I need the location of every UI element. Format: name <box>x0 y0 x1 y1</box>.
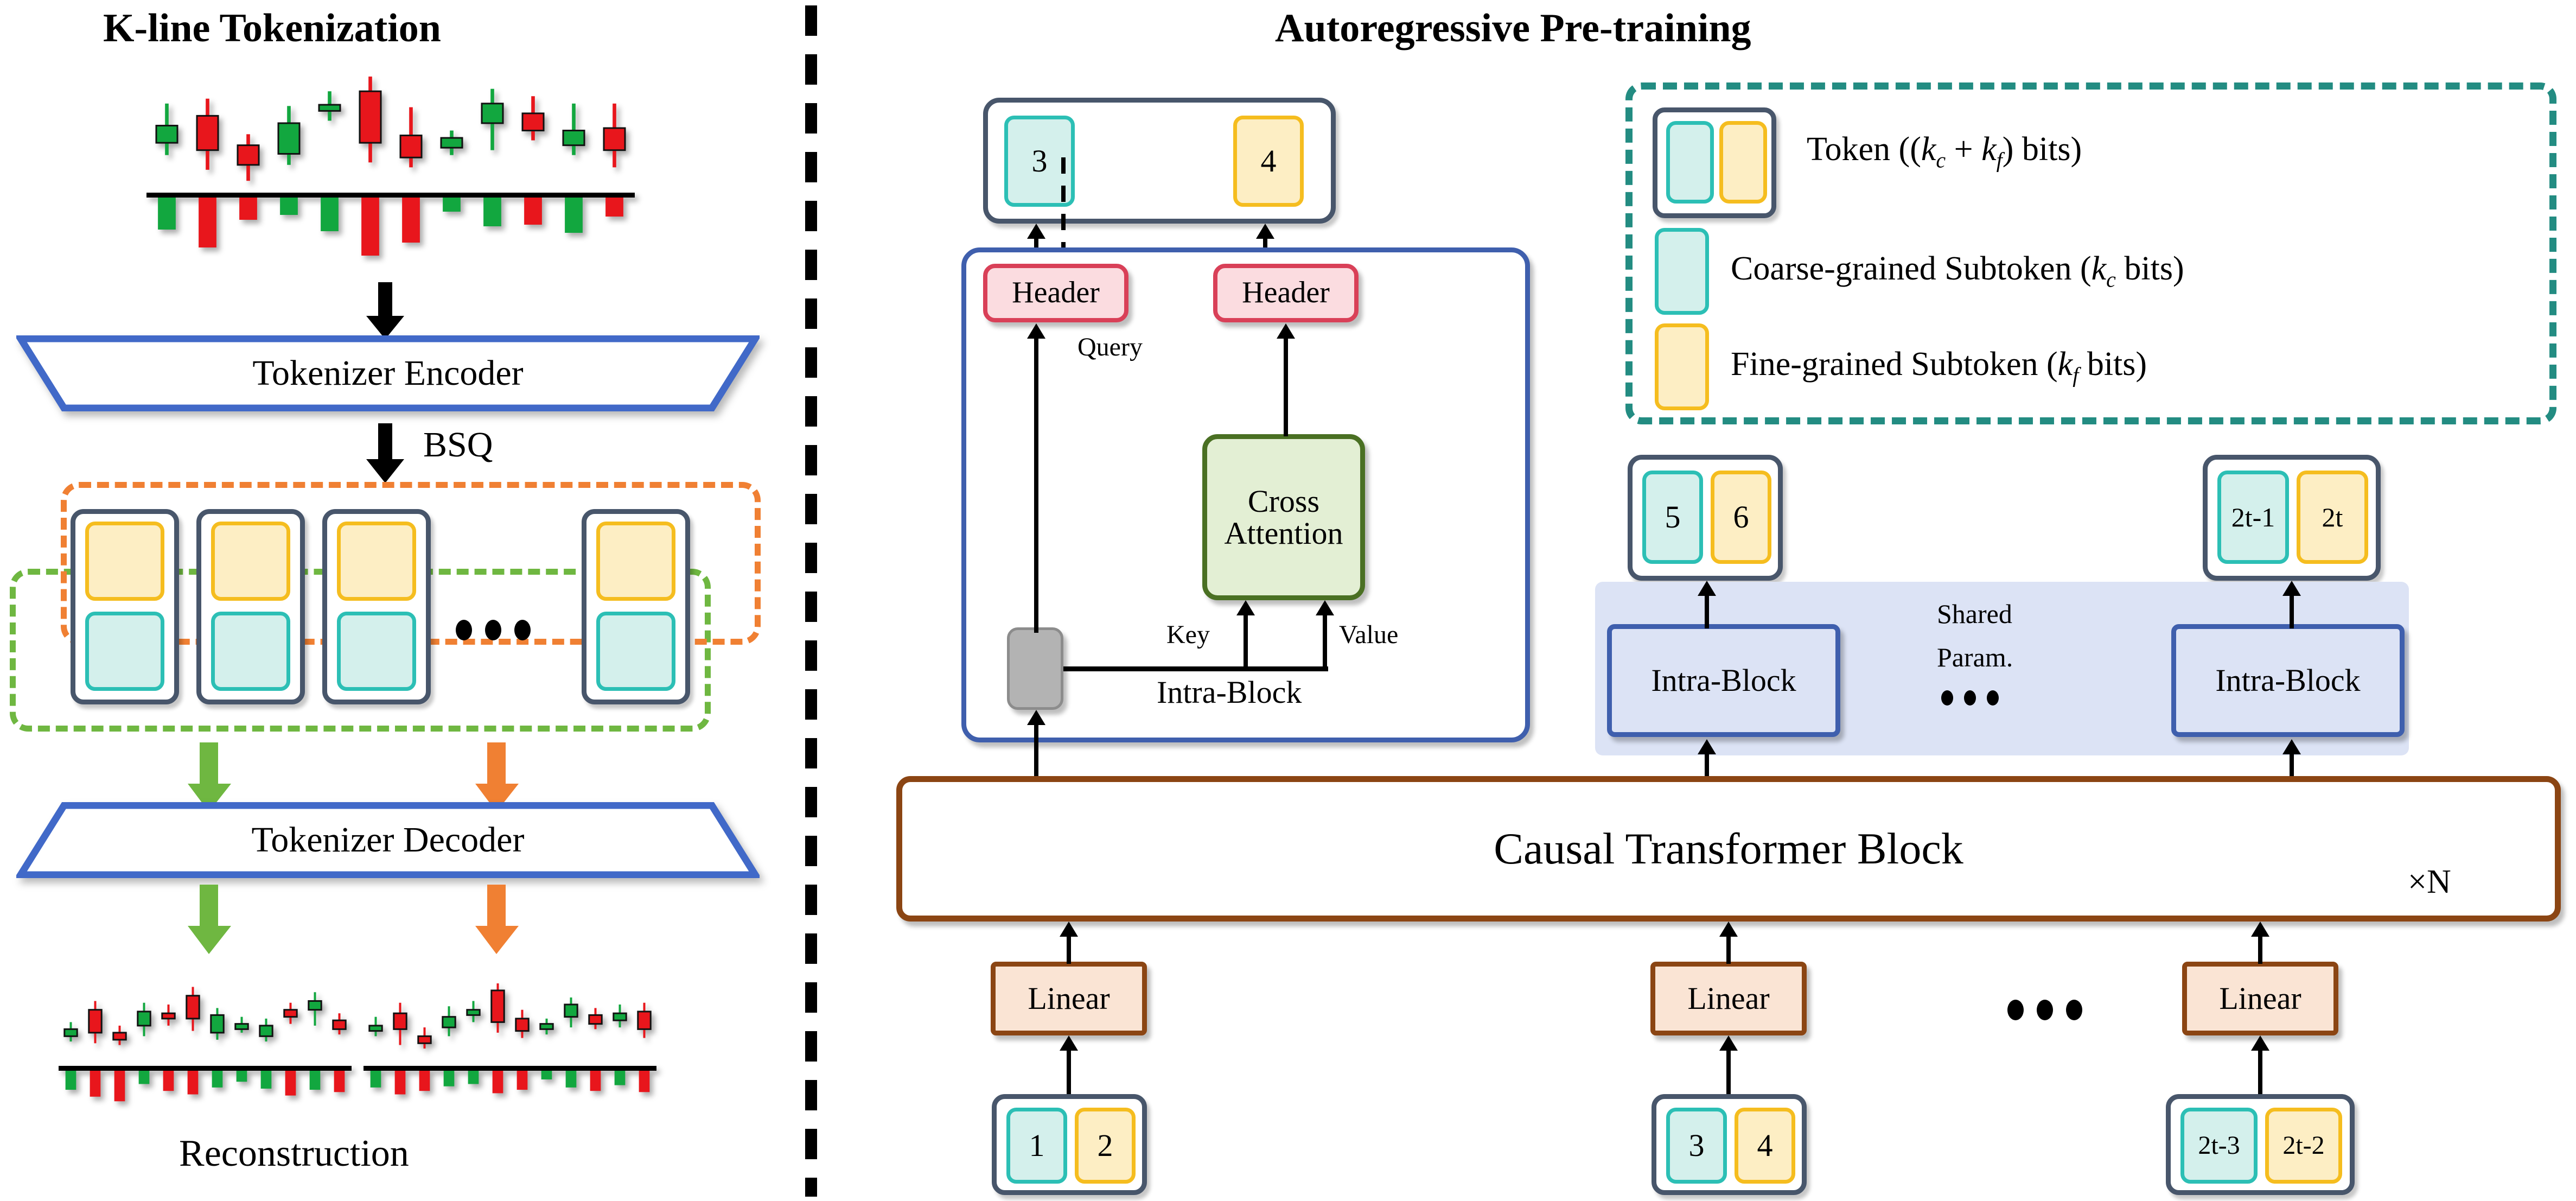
arrow-linear2-to-causal <box>1718 922 1739 964</box>
grey-state-node <box>1007 627 1063 710</box>
arrow-causal-to-grey <box>1025 710 1047 779</box>
tokenizer-encoder-label: Tokenizer Encoder <box>252 353 524 393</box>
arrow-causal-to-intrablock2 <box>2281 739 2303 781</box>
value-label: Value <box>1339 620 1399 649</box>
arrow-intrablock1-to-token <box>1696 581 1718 628</box>
causal-transformer-block: Causal Transformer Block <box>896 776 2561 922</box>
coarse-subtoken <box>337 612 416 691</box>
fine-subtoken: 2 <box>1075 1108 1136 1184</box>
coarse-subtoken-icon <box>1666 121 1714 204</box>
arrow-decoder-to-recon-left <box>179 885 239 954</box>
left-panel-title: K-line Tokenization <box>103 6 441 50</box>
arrow-token2-to-linear <box>1718 1035 1739 1095</box>
header-right-box: Header <box>1213 264 1359 322</box>
arrow-down-bsq <box>358 423 412 483</box>
shared-param-label-line2: Param. <box>1937 642 2013 672</box>
arrow-causal-to-intrablock1 <box>1696 739 1718 781</box>
linear-ellipsis <box>2007 1000 2082 1020</box>
fine-subtoken: 4 <box>1735 1108 1795 1184</box>
coarse-subtoken: 5 <box>1642 471 1703 564</box>
fine-subtoken: 6 <box>1711 471 1771 564</box>
linear-box-1: Linear <box>991 962 1147 1035</box>
tokenizer-encoder: Tokenizer Encoder <box>16 335 760 411</box>
coarse-subtoken: 3 <box>1666 1108 1727 1184</box>
input-token-box-2t: 2t-3 2t-2 <box>2166 1094 2355 1195</box>
kline-chart-reconstruction-right <box>364 971 656 1129</box>
right-panel-title: Autoregressive Pre-training <box>1275 6 1751 50</box>
bsq-label: BSQ <box>423 425 493 465</box>
intra-block-box-2: Intra-Block <box>2171 624 2405 737</box>
shared-param-ellipsis <box>1941 690 1999 706</box>
legend-label-coarse: Coarse-grained Subtoken (kc bits) <box>1731 250 2184 292</box>
coarse-subtoken <box>596 612 675 691</box>
shared-param-label-line1: Shared <box>1937 599 2012 629</box>
arrow-fine-to-decoder <box>467 742 526 812</box>
arrow-coarse-to-decoder <box>179 742 239 812</box>
arrow-cross-to-header <box>1275 323 1297 436</box>
output-token-box-56: 5 6 <box>1628 455 1783 581</box>
query-label: Query <box>1077 333 1143 361</box>
token-box-1 <box>71 509 179 704</box>
panel-divider <box>805 5 817 1197</box>
coarse-subtoken <box>85 612 164 691</box>
fine-subtoken: 4 <box>1233 116 1304 207</box>
output-token-box-34: 3 4 <box>983 98 1336 224</box>
kline-chart-reconstruction-left <box>59 971 352 1129</box>
legend-label-fine: Fine-grained Subtoken (kf bits) <box>1731 346 2147 387</box>
coarse-subtoken: 1 <box>1006 1108 1067 1184</box>
legend-fine-subtoken-icon <box>1655 323 1709 410</box>
reconstruction-label: Reconstruction <box>179 1133 409 1174</box>
arrow-value-to-cross <box>1314 600 1336 671</box>
output-token-box-2t: 2t-1 2t <box>2203 455 2381 581</box>
arrow-down-to-encoder <box>358 282 412 339</box>
legend-box <box>1625 82 2556 424</box>
arrow-token1-to-linear <box>1058 1035 1080 1095</box>
token-box-2 <box>196 509 305 704</box>
linear-box-2: Linear <box>1650 962 1807 1035</box>
arrow-key-to-cross <box>1235 600 1257 671</box>
linear-box-3: Linear <box>2182 962 2338 1035</box>
arrow-decoder-to-recon-right <box>467 885 526 954</box>
token-box-3 <box>322 509 431 704</box>
arrow-linear3-to-causal <box>2249 922 2271 964</box>
key-label: Key <box>1166 620 1210 649</box>
coarse-subtoken <box>211 612 290 691</box>
header-left-box: Header <box>983 264 1128 322</box>
fine-subtoken <box>337 522 416 601</box>
kv-bus-line <box>1048 666 1328 671</box>
input-token-box-12: 1 2 <box>992 1094 1147 1195</box>
causal-transformer-block-label: Causal Transformer Block <box>1494 824 1963 874</box>
arrow-intrablock2-to-token <box>2281 581 2303 628</box>
intra-block-box-1: Intra-Block <box>1607 624 1840 737</box>
input-token-box-34: 3 4 <box>1652 1094 1807 1195</box>
tokenizer-decoder: Tokenizer Decoder <box>16 802 760 878</box>
arrow-linear1-to-causal <box>1058 922 1080 964</box>
arrow-token3-to-linear <box>2249 1035 2271 1095</box>
fine-subtoken: 2t <box>2297 471 2368 564</box>
legend-token-pair-icon <box>1653 107 1776 218</box>
legend-label-token: Token ((kc + kf) bits) <box>1807 131 2082 173</box>
token-ellipsis <box>456 620 531 640</box>
token-box-last <box>582 509 690 704</box>
kline-chart-original <box>146 62 635 279</box>
fine-subtoken <box>596 522 675 601</box>
fine-subtoken <box>85 522 164 601</box>
legend-coarse-subtoken-icon <box>1655 228 1709 315</box>
causal-block-repeat-label: ×N <box>2408 863 2451 900</box>
fine-subtoken-icon <box>1719 121 1767 204</box>
arrow-grey-to-header-left <box>1025 323 1047 633</box>
fine-subtoken <box>211 522 290 601</box>
tokenizer-decoder-label: Tokenizer Decoder <box>251 820 525 860</box>
intra-block-detail-label: Intra-Block <box>1157 675 1302 710</box>
fine-subtoken: 2t-2 <box>2265 1108 2342 1184</box>
coarse-subtoken: 2t-1 <box>2217 471 2289 564</box>
coarse-subtoken: 2t-3 <box>2180 1108 2258 1184</box>
